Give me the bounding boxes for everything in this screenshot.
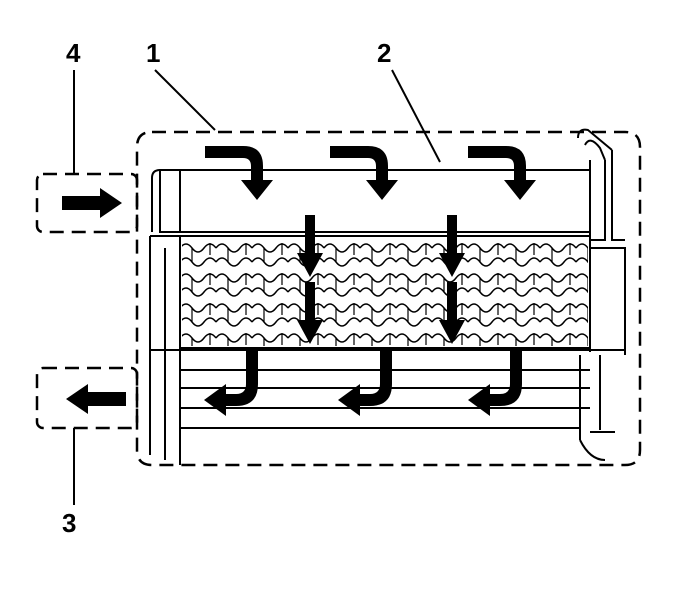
cooler-core-fins (182, 238, 588, 346)
callout-2-label: 2 (377, 38, 391, 68)
core-down-arrow (297, 215, 323, 277)
cooler-body (149, 128, 626, 465)
leader-lines (73, 69, 441, 505)
bottom-bend-arrow (338, 350, 392, 416)
core-down-arrow (297, 282, 323, 344)
callout-1-label: 1 (146, 38, 160, 68)
core-flow-arrows (297, 215, 465, 344)
arrow-right-icon (62, 188, 122, 218)
dashed-boundaries (35, 130, 642, 467)
bottom-flow-arrows (204, 350, 522, 416)
bottom-bend-arrow (468, 350, 522, 416)
bottom-bend-arrow (204, 350, 258, 416)
core-down-arrow (439, 282, 465, 344)
top-bend-arrow (330, 146, 398, 200)
callout-3-label: 3 (62, 508, 76, 538)
core-down-arrow (439, 215, 465, 277)
top-bend-arrow (205, 146, 273, 200)
arrow-left-icon (66, 384, 126, 414)
top-bend-arrow (468, 146, 536, 200)
top-flow-arrows (205, 146, 536, 200)
callout-4-label: 4 (66, 38, 81, 68)
